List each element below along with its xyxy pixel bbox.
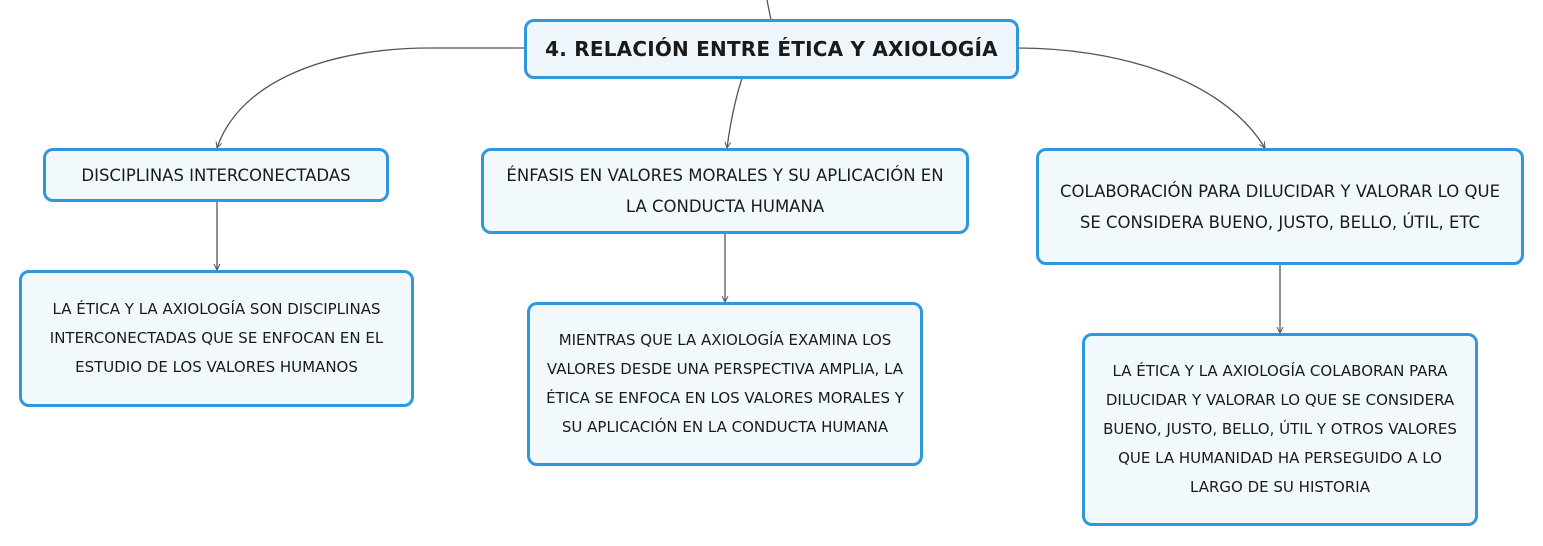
connector-central-to-sub-3 bbox=[1017, 47, 1265, 148]
detail-colaboracion[interactable]: LA ÉTICA Y LA AXIOLOGÍA COLABORAN PARA D… bbox=[1082, 333, 1478, 526]
central-topic[interactable]: 4. RELACIÓN ENTRE ÉTICA Y AXIOLOGÍA bbox=[524, 19, 1019, 79]
connector-central-to-sub-1 bbox=[217, 47, 525, 148]
subtopic-label: COLABORACIÓN PARA DILUCIDAR Y VALORAR LO… bbox=[1059, 181, 1501, 232]
connector-central-to-sub-2 bbox=[727, 77, 743, 148]
subtopic-disciplinas-interconectadas[interactable]: DISCIPLINAS INTERCONECTADAS bbox=[43, 148, 389, 202]
subtopic-colaboracion[interactable]: COLABORACIÓN PARA DILUCIDAR Y VALORAR LO… bbox=[1036, 148, 1524, 265]
detail-disciplinas-interconectadas[interactable]: LA ÉTICA Y LA AXIOLOGÍA SON DISCIPLINAS … bbox=[19, 270, 414, 407]
detail-enfasis-valores-morales[interactable]: MIENTRAS QUE LA AXIOLOGÍA EXAMINA LOS VA… bbox=[527, 302, 923, 466]
subtopic-enfasis-valores-morales[interactable]: ÉNFASIS EN VALORES MORALES Y SU APLICACI… bbox=[481, 148, 969, 234]
subtopic-label: ÉNFASIS EN VALORES MORALES Y SU APLICACI… bbox=[506, 166, 944, 216]
subtopic-label: DISCIPLINAS INTERCONECTADAS bbox=[81, 165, 351, 185]
central-topic-label: 4. RELACIÓN ENTRE ÉTICA Y AXIOLOGÍA bbox=[545, 37, 998, 61]
detail-label: MIENTRAS QUE LA AXIOLOGÍA EXAMINA LOS VA… bbox=[546, 331, 904, 436]
connector-from-parent bbox=[766, 0, 772, 21]
detail-label: LA ÉTICA Y LA AXIOLOGÍA SON DISCIPLINAS … bbox=[49, 300, 384, 376]
detail-label: LA ÉTICA Y LA AXIOLOGÍA COLABORAN PARA D… bbox=[1103, 362, 1457, 496]
